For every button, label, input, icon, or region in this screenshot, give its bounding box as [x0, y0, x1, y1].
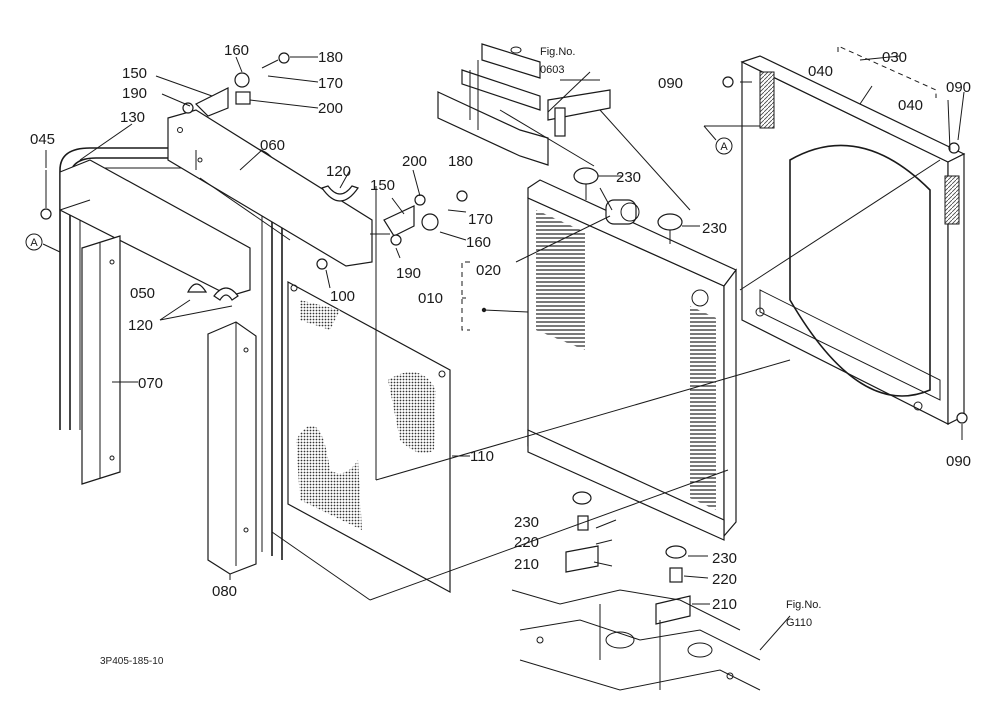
label-090b: 090	[946, 79, 971, 96]
section-marker-right: A	[703, 125, 733, 155]
label-200b: 200	[402, 153, 427, 170]
hardware	[40, 52, 968, 625]
svg-text:Fig.No.: Fig.No.	[540, 46, 575, 58]
label-180a: 180	[318, 49, 343, 66]
part-labels: 160 180 150 170 190 200 130 045 060 120 …	[30, 42, 971, 613]
label-160a: 160	[224, 42, 249, 59]
label-060: 060	[260, 137, 285, 154]
label-050: 050	[130, 285, 155, 302]
label-160b: 160	[466, 234, 491, 251]
label-020: 020	[476, 262, 501, 279]
label-120b: 120	[128, 317, 153, 334]
top-plate	[59, 159, 251, 297]
label-070: 070	[138, 375, 163, 392]
label-230c: 230	[514, 514, 539, 531]
svg-text:A: A	[30, 237, 38, 249]
label-110: 110	[470, 448, 494, 465]
label-080: 080	[212, 583, 237, 600]
label-090a: 090	[658, 75, 683, 92]
svg-text:Fig.No.: Fig.No.	[786, 599, 821, 611]
radiator-core	[527, 179, 737, 541]
label-220a: 220	[514, 534, 539, 551]
label-130: 130	[120, 109, 145, 126]
svg-text:0603: 0603	[540, 64, 564, 76]
label-190a: 190	[122, 85, 147, 102]
label-040b: 040	[898, 97, 923, 114]
side-post-left	[81, 235, 121, 485]
label-010: 010	[418, 290, 443, 307]
label-210a: 210	[514, 556, 539, 573]
label-180b: 180	[448, 153, 473, 170]
label-040a: 040	[808, 63, 833, 80]
svg-text:G110: G110	[786, 617, 812, 629]
label-120a: 120	[326, 163, 351, 180]
section-marker-left: A	[25, 233, 61, 253]
label-230a: 230	[616, 169, 641, 186]
label-030: 030	[882, 49, 907, 66]
fig-ref-g110: Fig.No. G110	[786, 599, 821, 629]
clip-120	[187, 185, 359, 301]
side-post-right	[207, 321, 257, 575]
lower-frame-fig-g110	[511, 589, 761, 691]
label-220b: 220	[712, 571, 737, 588]
upper-bracket-fig-0603	[437, 43, 611, 166]
label-230d: 230	[712, 550, 737, 567]
svg-text:A: A	[720, 141, 728, 153]
fig-ref-0603: Fig.No. 0603	[540, 46, 575, 76]
label-100: 100	[330, 288, 355, 305]
bracket-060	[167, 109, 373, 267]
label-090c: 090	[946, 453, 971, 470]
leader-lines	[45, 55, 965, 651]
label-150a: 150	[122, 65, 147, 82]
radiator-shroud	[740, 45, 966, 425]
label-150b: 150	[370, 177, 395, 194]
label-045: 045	[30, 131, 55, 148]
label-210b: 210	[712, 596, 737, 613]
label-230b: 230	[702, 220, 727, 237]
radiator-screen	[287, 280, 451, 594]
label-200a: 200	[318, 100, 343, 117]
drawing-code: 3P405-185-10	[100, 656, 164, 667]
label-190b: 190	[396, 265, 421, 282]
label-170b: 170	[468, 211, 493, 228]
label-170a: 170	[318, 75, 343, 92]
